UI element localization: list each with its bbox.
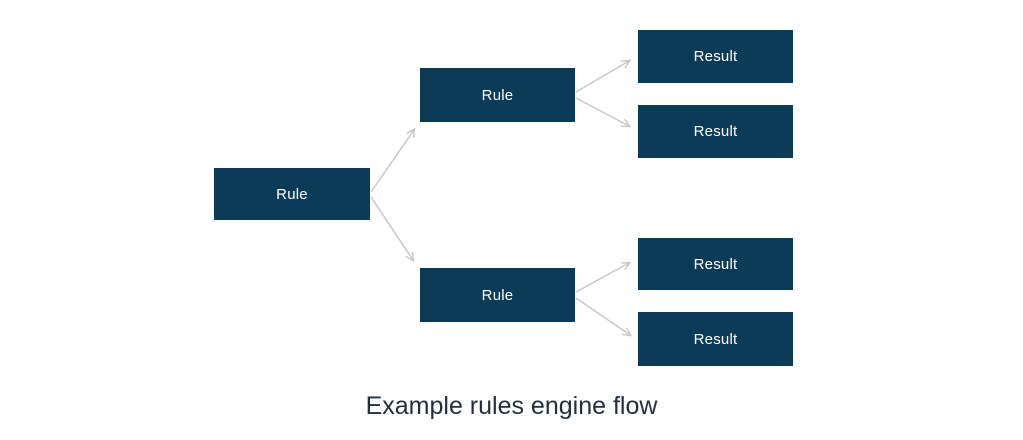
arrow-branch-bottom-to-result-4 bbox=[575, 297, 633, 337]
rule-node-branch-bottom: Rule bbox=[420, 268, 575, 322]
result-node-3-label: Result bbox=[693, 255, 738, 273]
rule-node-branch-bottom-label: Rule bbox=[481, 286, 514, 304]
result-node-4-label: Result bbox=[693, 330, 738, 348]
result-node-3: Result bbox=[638, 238, 793, 290]
diagram-caption: Example rules engine flow bbox=[365, 392, 658, 420]
arrow-root-to-branch-top bbox=[370, 127, 416, 193]
result-node-4: Result bbox=[638, 312, 793, 366]
result-node-1: Result bbox=[638, 30, 793, 83]
arrow-branch-top-to-result-2 bbox=[575, 97, 632, 128]
rule-node-root-label: Rule bbox=[276, 185, 308, 203]
rule-node-root: Rule bbox=[214, 168, 370, 220]
result-node-2: Result bbox=[638, 105, 793, 158]
result-node-2-label: Result bbox=[693, 123, 738, 140]
arrow-root-to-branch-bottom bbox=[370, 196, 415, 263]
rule-node-branch-top-label: Rule bbox=[481, 86, 514, 104]
result-node-1-label: Result bbox=[693, 48, 738, 65]
rule-node-branch-top: Rule bbox=[420, 68, 575, 122]
arrow-branch-bottom-to-result-3 bbox=[575, 261, 632, 293]
arrow-branch-top-to-result-1 bbox=[575, 59, 632, 93]
